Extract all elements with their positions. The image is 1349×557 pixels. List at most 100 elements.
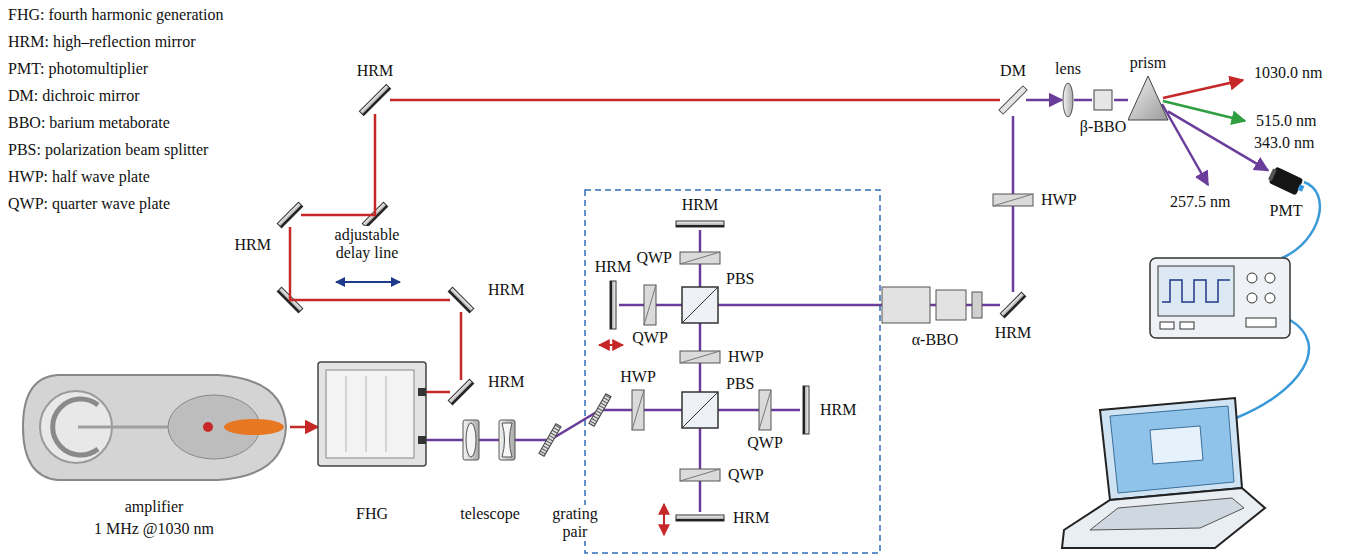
component-label: HWP	[618, 368, 658, 386]
component-label: DM	[998, 62, 1028, 80]
component-label: prism	[1128, 54, 1168, 72]
component-label: HRM	[680, 196, 720, 214]
legend-entry: DM: dichroic mirror	[6, 87, 142, 105]
laser-beam	[426, 439, 455, 442]
translation-arrow	[663, 504, 665, 535]
laser-beam	[525, 439, 535, 442]
optic-component: HRM	[675, 218, 725, 230]
laser-beam	[460, 312, 463, 380]
component-label: PBS	[724, 375, 756, 393]
component-label: HRM	[233, 236, 273, 254]
component-icon	[644, 285, 656, 325]
component-icon	[880, 283, 990, 327]
laser-beam	[718, 304, 880, 307]
component-label: PBS	[724, 270, 756, 288]
laptop	[1062, 398, 1265, 548]
optic-component: QWP	[680, 252, 720, 264]
annotation: 343.0 nm	[1252, 134, 1316, 152]
component-icon	[607, 280, 619, 330]
annotation: adjustable delay line	[315, 226, 419, 262]
annotation: 515.0 nm	[1254, 112, 1318, 130]
optic-component: PMT	[1268, 166, 1304, 196]
optic-component: prism	[1128, 76, 1168, 120]
component-icon	[450, 288, 472, 312]
component-icon	[682, 392, 718, 428]
component-icon	[279, 203, 301, 227]
optic-component: HWP	[680, 351, 720, 363]
component-icon	[1268, 166, 1304, 196]
optic-component: HRM	[450, 288, 472, 312]
laser-beam	[301, 114, 375, 215]
component-label: amplifier	[123, 498, 186, 516]
optic-component: HRM	[675, 512, 725, 524]
optic-component: PBS	[682, 287, 718, 323]
optic-component: QWP	[680, 469, 720, 481]
laser-beam	[699, 264, 702, 287]
laser-beam	[656, 304, 682, 307]
component-label: HRM	[818, 401, 858, 419]
laser-beam	[390, 99, 1000, 102]
component-label: QWP	[630, 329, 670, 347]
component-icon	[455, 420, 525, 460]
laser-beam	[699, 230, 702, 252]
laser-beam	[644, 409, 682, 412]
component-label: QWP	[745, 434, 785, 452]
legend-entry: HRM: high–reflection mirror	[6, 33, 198, 51]
optic-component: HRM	[279, 203, 301, 227]
component-icon	[1128, 76, 1168, 120]
optic-component: lens	[1062, 82, 1074, 118]
oscilloscope	[1150, 258, 1290, 338]
component-label: grating pair	[543, 505, 607, 541]
optic-component: QWP	[644, 285, 656, 325]
laser-beam	[1074, 99, 1092, 102]
legend-entry: PMT: photomultiplier	[6, 60, 150, 78]
optic-component: QWP	[759, 390, 771, 430]
optic-component: HWP	[632, 390, 644, 430]
laser-beam	[699, 428, 702, 469]
translation-arrow	[599, 344, 623, 346]
optic-component: amplifier1 MHz @1030 nm	[18, 365, 290, 490]
component-label: HRM	[486, 281, 526, 299]
optic-component: HRM	[1000, 292, 1026, 318]
component-icon	[318, 362, 426, 466]
component-icon	[993, 194, 1033, 206]
component-icon	[680, 252, 720, 264]
component-label: β-BBO	[1078, 118, 1128, 136]
component-icon	[680, 469, 720, 481]
component-label: HRM	[731, 509, 771, 527]
component-icon	[18, 365, 290, 490]
component-label: telescope	[458, 505, 522, 523]
component-icon	[1062, 82, 1074, 118]
optic-component: DM	[1000, 84, 1026, 116]
component-icon	[680, 351, 720, 363]
optic-component: HWP	[993, 194, 1033, 206]
optic-component: telescope	[455, 420, 525, 460]
laser-beam	[990, 304, 1000, 307]
optic-component: FHG	[318, 362, 426, 466]
legend-entry: PBS: polarization beam splitter	[6, 141, 210, 159]
component-icon	[1000, 292, 1026, 318]
component-label: HRM	[993, 324, 1033, 342]
annotation: 1030.0 nm	[1252, 64, 1324, 82]
annotation: 257.5 nm	[1168, 193, 1232, 211]
component-icon	[535, 380, 615, 460]
laser-beam	[1114, 99, 1128, 102]
component-label: FHG	[354, 505, 390, 523]
component-icon	[682, 287, 718, 323]
laser-beam	[718, 409, 759, 412]
legend-entry: FHG: fourth harmonic generation	[6, 6, 226, 24]
legend-entry: BBO: barium metaborate	[6, 114, 172, 132]
component-label: lens	[1053, 60, 1083, 78]
component-icon	[675, 218, 725, 230]
component-label: α-BBO	[910, 331, 961, 349]
delay-arrow	[336, 281, 400, 283]
component-icon	[632, 390, 644, 430]
output-beam	[1162, 104, 1208, 185]
optic-component: HRM	[360, 86, 390, 114]
component-label: HRM	[486, 373, 526, 391]
component-label: QWP	[634, 249, 674, 267]
output-beam	[1163, 101, 1245, 121]
optic-component: β-BBO	[1092, 88, 1114, 112]
laser-beam	[699, 323, 702, 351]
laser-beam	[699, 481, 702, 512]
